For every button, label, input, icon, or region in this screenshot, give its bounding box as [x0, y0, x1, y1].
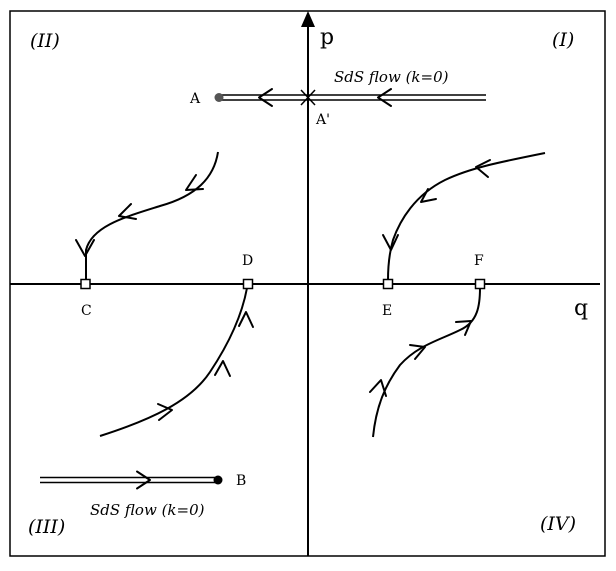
point-label-f: F [474, 253, 484, 269]
trajectory-to-f [372, 287, 481, 438]
quadrant-label-i: (I) [552, 29, 574, 51]
point-label-a: A [189, 91, 201, 107]
point-f-marker [474, 278, 486, 290]
arrow-e-middle [420, 188, 437, 203]
point-a-marker [214, 93, 224, 102]
arrow-top-left [258, 88, 273, 107]
cross-marker-a-prime [300, 89, 316, 106]
point-c-marker [80, 278, 91, 290]
point-label-c: C [81, 303, 92, 319]
arrow-d-lower [157, 403, 173, 421]
quadrant-label-iv: (IV) [540, 513, 576, 535]
arrow-c-upper [185, 174, 204, 191]
p-axis-arrowhead [301, 11, 315, 27]
point-b-marker [213, 475, 223, 485]
quadrant-label-iii: (III) [28, 516, 65, 538]
sds-flow-label-bottom: SdS flow (k=0) [90, 501, 205, 519]
arrow-c-lower [75, 239, 95, 257]
point-label-e: E [382, 303, 392, 319]
arrow-d-upper [238, 311, 254, 328]
arrow-f-middle [409, 344, 426, 360]
arrow-bottom [136, 470, 151, 490]
q-axis-label: q [574, 296, 588, 321]
arrow-f-upper [455, 320, 472, 336]
p-axis-label: p [320, 25, 334, 50]
arrow-top-right [377, 88, 392, 107]
arrow-e-lower [382, 234, 399, 251]
arrow-c-middle [118, 203, 137, 220]
point-e-marker [382, 278, 394, 290]
arrow-d-middle [214, 360, 231, 377]
arrow-f-lower [369, 379, 387, 397]
quadrant-label-ii: (II) [30, 30, 60, 52]
trajectory-to-e [387, 152, 546, 281]
point-label-b: B [236, 473, 246, 489]
sds-flow-label-top: SdS flow (k=0) [334, 68, 449, 86]
sds-flow-line-bottom [40, 476, 218, 484]
point-label-a-prime: A' [315, 112, 330, 128]
point-d-marker [242, 278, 254, 290]
point-label-d: D [242, 253, 253, 269]
arrow-e-upper [475, 159, 491, 178]
trajectory-to-c [85, 151, 219, 280]
trajectory-to-d [99, 287, 248, 437]
